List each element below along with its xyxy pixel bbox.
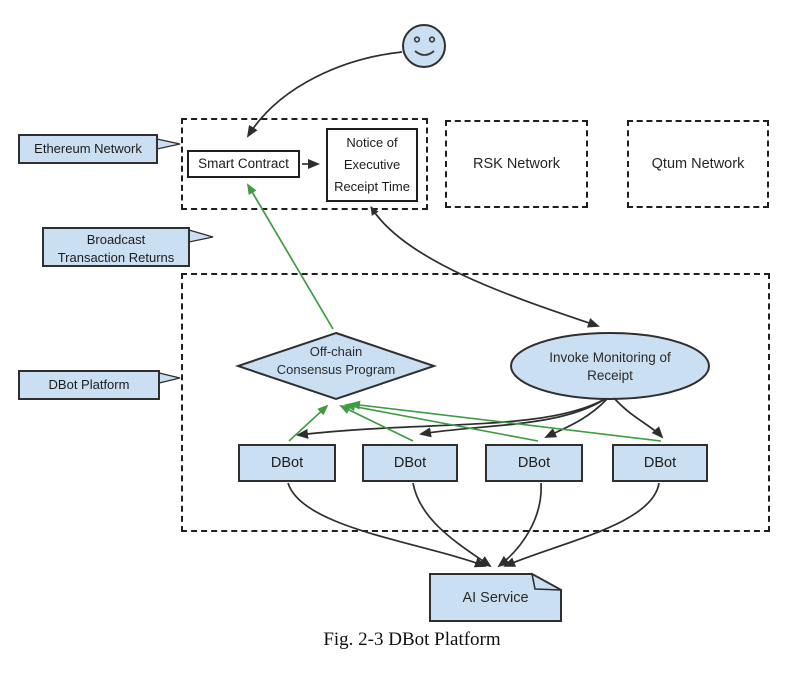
- invoke-line-1: Invoke Monitoring of: [549, 350, 671, 365]
- dbot-platform-callout-pointer: [158, 372, 181, 384]
- arrow-invoke-to-dbot-1: [296, 398, 606, 439]
- dbot-4-label: DBot: [643, 455, 677, 471]
- arrow-dbot1-to-consensus: [288, 404, 329, 442]
- smart-contract-node: Smart Contract: [187, 150, 300, 178]
- invoke-line-2: Receipt: [587, 368, 633, 383]
- dbot-platform-callout-label: DBot Platform: [48, 377, 130, 392]
- arrow-invoke-to-dbot-3: [544, 398, 608, 438]
- notice-line-2: Executive: [343, 157, 401, 172]
- smiley-face-icon: [402, 24, 446, 68]
- offchain-consensus-label: Off-chain Consensus Program: [236, 343, 436, 379]
- broadcast-transaction-callout: Broadcast Transaction Returns: [42, 227, 190, 267]
- broadcast-callout-pointer: [188, 229, 214, 243]
- broadcast-callout-line-1: Broadcast: [86, 232, 146, 247]
- qtum-network-box: Qtum Network: [627, 120, 769, 208]
- arrow-dbot3-to-ai: [497, 482, 542, 568]
- ethereum-network-box: [181, 118, 428, 210]
- arrow-dbot2-to-consensus: [339, 405, 414, 442]
- dbot-platform-callout: DBot Platform: [18, 370, 160, 400]
- notice-line-1: Notice of: [346, 135, 398, 150]
- dbot-3-label: DBot: [517, 455, 551, 471]
- dbot-node-4: DBot: [612, 444, 708, 482]
- arrow-dbot3-to-consensus: [344, 402, 539, 442]
- arrow-dbot2-to-ai: [412, 482, 492, 568]
- offchain-line-2: Consensus Program: [276, 362, 396, 377]
- arrow-invoke-to-dbot-2: [419, 398, 606, 438]
- dbot-1-label: DBot: [270, 455, 304, 471]
- dbot-node-2: DBot: [362, 444, 458, 482]
- offchain-consensus-diamond: [234, 331, 438, 401]
- qtum-network-label: Qtum Network: [651, 156, 745, 172]
- rsk-network-label: RSK Network: [472, 156, 561, 172]
- arrow-dbot4-to-consensus: [349, 400, 662, 442]
- notice-line-3: Receipt Time: [334, 179, 410, 194]
- figure-caption: Fig. 2-3 DBot Platform: [323, 629, 501, 650]
- smart-contract-label: Smart Contract: [198, 156, 289, 171]
- arrow-consensus-to-contract: [246, 183, 334, 330]
- ethereum-network-callout: Ethereum Network: [18, 134, 158, 164]
- ai-service-note-shape: [429, 572, 562, 622]
- ethereum-network-callout-label: Ethereum Network: [34, 141, 142, 156]
- dbot-2-label: DBot: [393, 455, 427, 471]
- arrow-dbot1-to-ai: [287, 482, 487, 568]
- arrow-user-to-smart-contract: [246, 51, 403, 138]
- invoke-monitoring-ellipse: [510, 332, 710, 400]
- dbot-node-1: DBot: [238, 444, 336, 482]
- notice-node: Notice of Executive Receipt Time: [326, 128, 418, 202]
- ai-service-label: AI Service: [462, 590, 529, 606]
- invoke-monitoring-label: Invoke Monitoring of Receipt: [510, 349, 710, 385]
- offchain-line-1: Off-chain: [309, 344, 363, 359]
- arrow-invoke-to-dbot-4: [613, 397, 664, 439]
- arrow-dbot4-to-ai: [503, 482, 660, 567]
- ethereum-callout-pointer: [156, 138, 181, 150]
- dbot-node-3: DBot: [485, 444, 583, 482]
- arrow-notice-to-invoke: [370, 206, 600, 328]
- broadcast-callout-line-2: Transaction Returns: [57, 249, 175, 265]
